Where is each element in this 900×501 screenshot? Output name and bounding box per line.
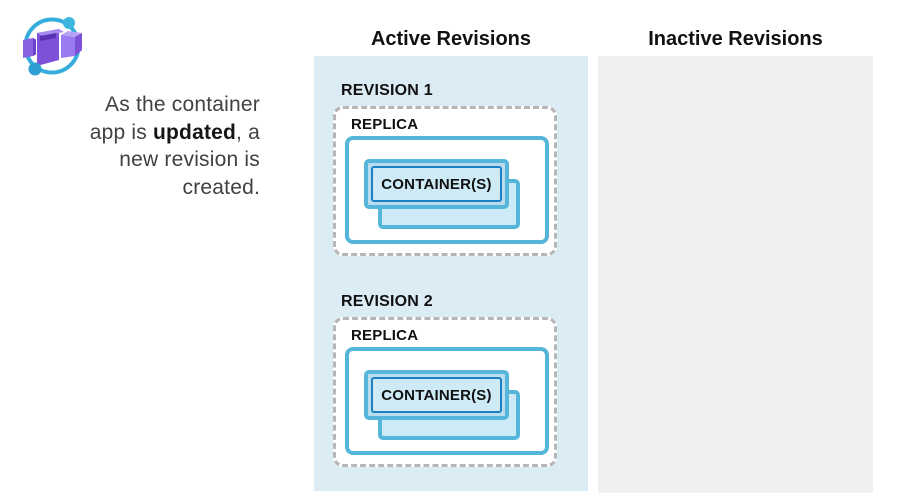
intro-segment: new revision is xyxy=(119,148,260,171)
revision-label: REVISION 2 xyxy=(341,293,433,310)
intro-segment: created. xyxy=(182,175,260,199)
intro-segment: As the container xyxy=(105,93,260,116)
revision-block-2: REVISION 2 REPLICA CONTAINER(S) xyxy=(333,293,557,467)
orbit-dot-bottom xyxy=(28,62,42,76)
azure-container-apps-icon xyxy=(23,17,82,76)
replica-dashed-group: REPLICA CONTAINER(S) xyxy=(333,106,557,256)
left-container-shape xyxy=(23,38,33,58)
right-container-top xyxy=(61,31,82,37)
replica-box: CONTAINER(S) xyxy=(345,347,549,455)
center-container-top xyxy=(37,29,64,36)
right-container-side xyxy=(75,33,82,56)
intro-line: As the container xyxy=(38,91,260,119)
intro-segment: app is xyxy=(89,120,153,144)
orbit-dot-top xyxy=(63,17,75,29)
right-container-front xyxy=(61,35,75,58)
container-label: CONTAINER(S) xyxy=(371,166,502,202)
replica-dashed-group: REPLICA CONTAINER(S) xyxy=(333,317,557,467)
replica-label: REPLICA xyxy=(351,327,419,344)
active-revisions-title: Active Revisions xyxy=(370,28,532,50)
left-container-side xyxy=(33,38,36,56)
intro-line: app is updated, a xyxy=(38,119,260,147)
active-revisions-panel: REVISION 1 REPLICA CONTAINER(S) REVISION… xyxy=(314,56,588,491)
revision-label: REVISION 1 xyxy=(341,82,433,99)
intro-line: created. xyxy=(38,174,260,202)
container-card-front: CONTAINER(S) xyxy=(364,159,509,209)
intro-line: new revision is xyxy=(38,146,260,174)
intro-bold-word: updated xyxy=(152,120,237,144)
container-card-front: CONTAINER(S) xyxy=(364,370,509,420)
container-label: CONTAINER(S) xyxy=(371,377,502,413)
revision-block-1: REVISION 1 REPLICA CONTAINER(S) xyxy=(333,82,557,256)
replica-label: REPLICA xyxy=(351,116,419,133)
center-container-opening xyxy=(40,33,56,41)
replica-box: CONTAINER(S) xyxy=(345,136,549,244)
inactive-revisions-panel xyxy=(598,56,873,493)
intro-segment: , a xyxy=(236,120,260,144)
inactive-revisions-title: Inactive Revisions xyxy=(648,28,823,50)
